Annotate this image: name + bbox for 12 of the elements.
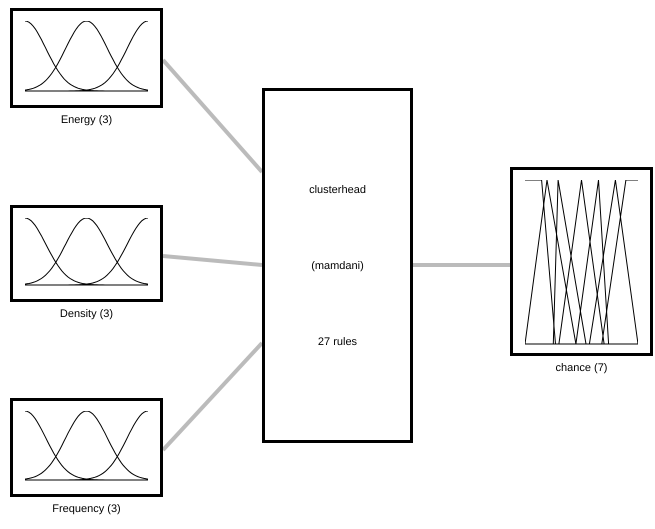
variable-label: Frequency (3) <box>52 503 121 515</box>
variable-label: chance (7) <box>556 362 608 374</box>
variable-label: Energy (3) <box>60 114 112 126</box>
variable-label: Density (3) <box>60 308 114 320</box>
connector-line <box>162 58 264 174</box>
connector-line <box>162 254 262 267</box>
system-label: 27 rules <box>318 336 358 348</box>
connector-line <box>162 342 264 452</box>
system-label: clusterhead <box>309 184 366 196</box>
system-label: (mamdani) <box>311 260 364 272</box>
connector-line <box>413 263 510 267</box>
rule-system-box <box>262 88 413 443</box>
